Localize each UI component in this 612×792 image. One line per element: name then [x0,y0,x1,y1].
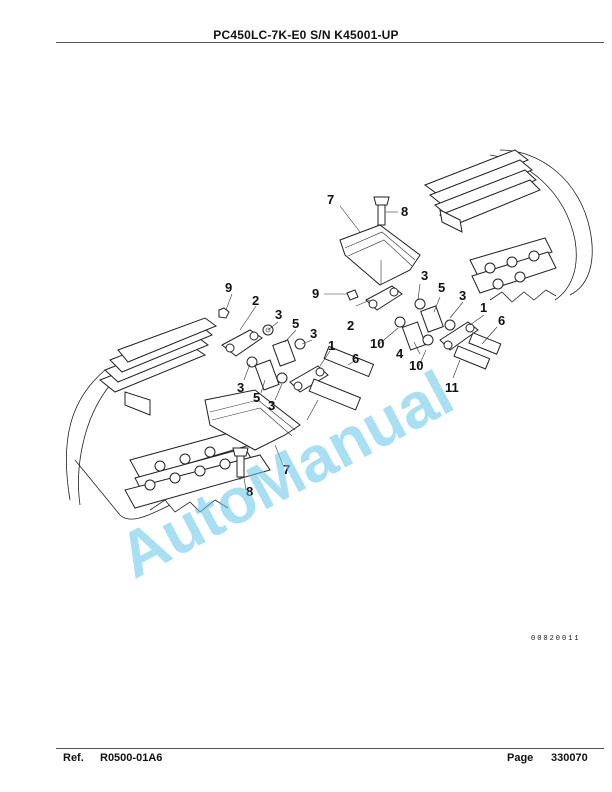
callout-6-left-upper: 6 [352,351,359,366]
callout-3-left-b: 3 [310,326,317,341]
link-set-right [346,285,502,370]
callout-2-right: 2 [347,318,354,333]
callouts: 7 8 9 3 5 2 3 1 6 10 4 10 11 9 2 3 5 3 1… [225,192,505,499]
callout-1-left: 1 [328,338,335,353]
callout-3-right-a: 3 [421,268,428,283]
callout-11: 11 [445,380,459,395]
ref-value: R0500-01A6 [100,752,163,764]
callout-6-right: 6 [498,313,505,328]
callout-5-right: 5 [438,280,445,295]
callout-7-upper: 7 [327,192,334,207]
ref-label: Ref. [63,752,84,764]
callout-10-a: 10 [370,336,384,351]
callout-7-lower: 7 [283,462,290,477]
callout-3-left-d: 3 [268,398,275,413]
shoe-plate-lower [204,389,301,480]
leader-lines [225,205,498,491]
callout-4: 4 [396,346,404,361]
callout-3-left-c: 3 [237,380,244,395]
callout-8-lower: 8 [246,484,253,499]
callout-8-upper: 8 [401,204,408,219]
callout-9-left: 9 [225,280,232,295]
link-set-left [218,307,375,411]
callout-2-left: 2 [252,293,259,308]
page-title: PC450LC-7K-E0 S/N K45001-UP [213,28,399,42]
left-track-assembly [65,317,271,520]
callout-10-b: 10 [409,358,423,373]
callout-1-right: 1 [480,300,487,315]
callout-3-right-b: 3 [459,288,466,303]
callout-9-right: 9 [312,286,319,301]
page-label: Page [507,752,534,764]
callout-5-left-upper: 5 [292,316,299,331]
footer-divider [56,748,604,749]
header-divider [56,42,604,43]
callout-5-left-lower: 5 [253,390,260,405]
page-number: 330070 [551,752,588,764]
diagram-code: 00020011 [531,635,581,643]
callout-3-left-a: 3 [275,307,282,322]
shoe-plate-upper [339,196,421,286]
right-track-assembly [423,149,593,303]
